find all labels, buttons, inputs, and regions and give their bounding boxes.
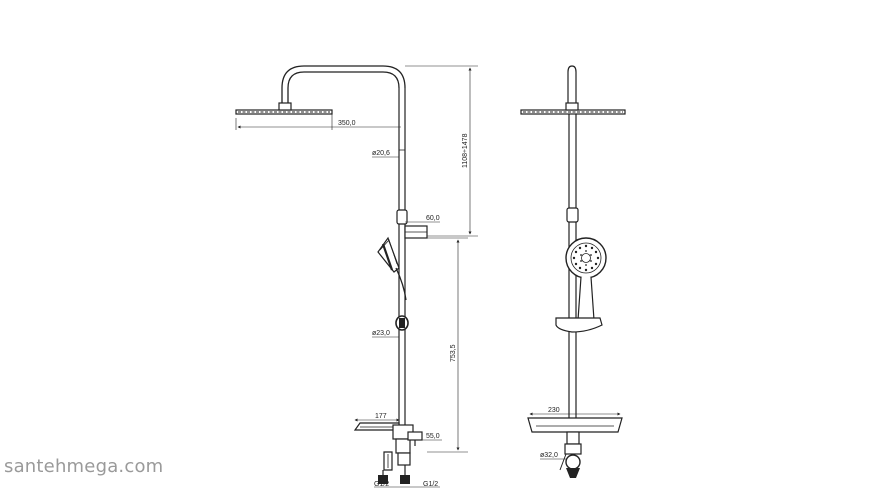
telescopic-coupling-side xyxy=(566,207,579,223)
dim-shelf-width-side: 230 xyxy=(548,407,560,414)
hand-shower-holder xyxy=(404,225,428,239)
dim-holder-offset: 60,0 xyxy=(426,215,440,222)
rain-shower-head xyxy=(235,102,333,115)
hand-shower xyxy=(377,236,407,301)
front-view xyxy=(235,65,428,484)
dim-shelf-width: 177 xyxy=(375,413,387,420)
watermark-text: santehmega.com xyxy=(4,456,164,477)
front-dimension-labels: 350,0 ø20,6 1108÷1478 60,0 ø23,0 753,5 1… xyxy=(338,120,469,488)
telescopic-coupling xyxy=(396,209,408,225)
mixer-side xyxy=(559,431,582,478)
dim-spout-offset: 55,0 xyxy=(426,433,440,440)
dim-inlet-right: G1/2 xyxy=(423,481,438,488)
shelf-side xyxy=(527,417,623,433)
upper-riser-pipe-side xyxy=(568,114,577,210)
hand-shower-handle xyxy=(577,276,595,321)
slider-bracket xyxy=(395,315,409,331)
dim-head-width: 350,0 xyxy=(338,120,356,127)
shower-arm-side xyxy=(567,65,577,103)
dim-outlet-diameter: ø32,0 xyxy=(540,452,558,459)
dim-pipe-diameter-top: ø20,6 xyxy=(372,150,390,157)
rain-shower-head-side xyxy=(520,102,626,115)
dim-lower-height: 753,5 xyxy=(450,344,457,362)
side-dimensions xyxy=(529,412,621,460)
dim-inlet-left: G1/2 xyxy=(374,481,389,488)
side-dimension-labels: 230 ø32,0 xyxy=(540,407,560,459)
dim-pipe-diameter-bottom: ø23,0 xyxy=(372,330,390,337)
shower-arm xyxy=(281,65,406,103)
slider-bracket-side xyxy=(555,317,603,333)
side-view xyxy=(520,65,626,478)
hand-shower-face xyxy=(565,237,607,279)
shelf xyxy=(353,422,400,431)
front-dimensions xyxy=(235,65,478,488)
upper-riser-pipe xyxy=(398,88,406,212)
dim-height-range: 1108÷1478 xyxy=(462,133,469,168)
mixer-body xyxy=(378,424,423,484)
